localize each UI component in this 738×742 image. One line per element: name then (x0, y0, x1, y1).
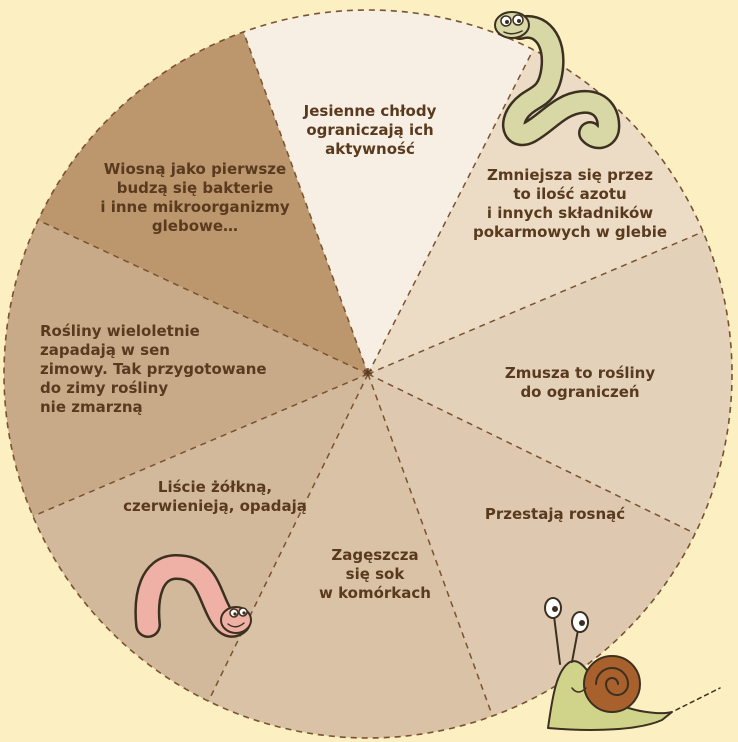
segment-label-line: do zimy rośliny (40, 379, 300, 398)
segment-label-line: i inne mikroorganizmy (80, 198, 310, 217)
segment-label-line: w komórkach (310, 584, 440, 603)
segment-label-line: Wiosną jako pierwsze (80, 160, 310, 179)
segment-label-line: Jesienne chłody (295, 102, 445, 121)
segment-label-6: Liście żółkną,czerwienieją, opadają (110, 478, 320, 516)
segment-label-line: Przestają rosnąć (470, 505, 640, 524)
segment-label-line: Zmniejsza się przez (460, 166, 680, 185)
segment-label-line: Rośliny wieloletnie (40, 322, 300, 341)
segment-label-line: aktywność (295, 140, 445, 159)
segment-label-line: budzą się bakterie (80, 179, 310, 198)
segment-label-line: pokarmowych w glebie (460, 223, 680, 242)
segment-label-line: zapadają w sen (40, 341, 300, 360)
segment-label-line: czerwienieją, opadają (110, 497, 320, 516)
segment-label-line: Zagęszcza (310, 546, 440, 565)
segment-label-4: Przestają rosnąć (470, 505, 640, 524)
segment-label-line: glebowe… (80, 217, 310, 236)
segment-label-line: i innych składników (460, 204, 680, 223)
segment-label-line: Zmusza to rośliny (490, 364, 670, 383)
segment-label-line: się sok (310, 565, 440, 584)
segment-label-line: zimowy. Tak przygotowane (40, 360, 300, 379)
segment-label-line: to ilość azotu (460, 185, 680, 204)
segment-label-line: nie zmarzną (40, 398, 300, 417)
segment-label-line: Liście żółkną, (110, 478, 320, 497)
center-asterisk: * (363, 365, 373, 386)
segment-label-line: do ograniczeń (490, 383, 670, 402)
segment-label-line: ograniczają ich (295, 121, 445, 140)
